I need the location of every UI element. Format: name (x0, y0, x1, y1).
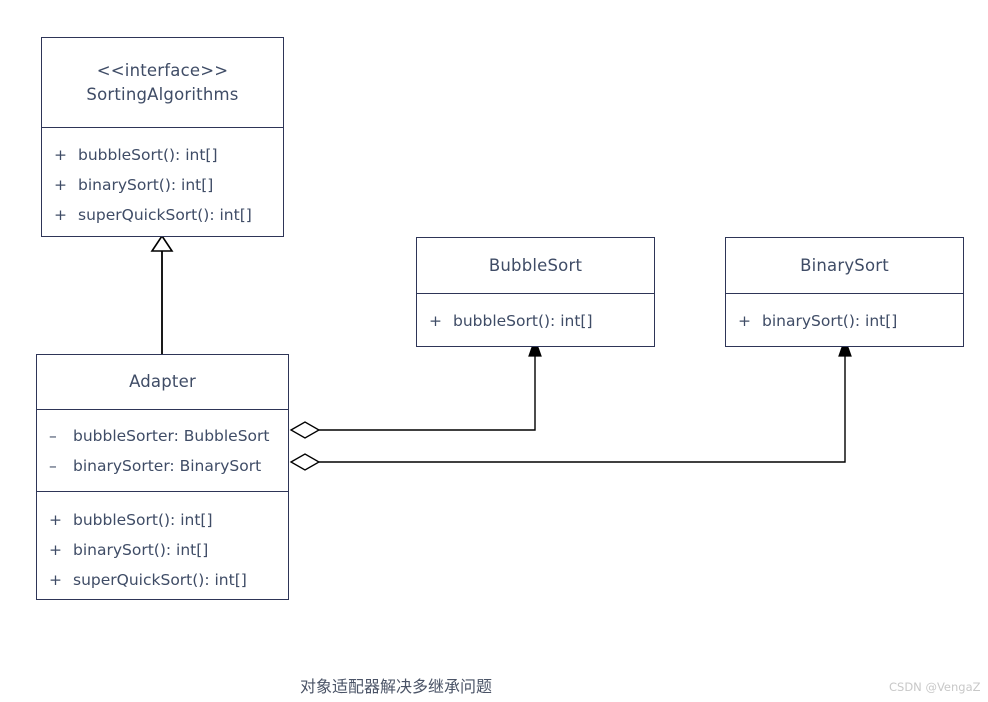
class-stereotype: <<interface>> (96, 60, 229, 80)
member-visibility: + (49, 510, 62, 529)
member-row: + superQuickSort(): int[] (37, 565, 288, 595)
member-row: + binarySort(): int[] (37, 535, 288, 565)
class-methods-sortingalgorithms: + bubbleSort(): int[] + binarySort(): in… (42, 127, 283, 236)
member-visibility: + (49, 540, 62, 559)
member-signature: binarySort(): int[] (73, 540, 209, 559)
class-header-adapter: Adapter (37, 355, 288, 409)
class-name: BubbleSort (488, 255, 583, 275)
class-box-adapter[interactable]: Adapter – bubbleSorter: BubbleSort – bin… (36, 354, 289, 600)
member-signature: bubbleSort(): int[] (73, 510, 213, 529)
member-visibility: + (54, 176, 67, 194)
watermark: CSDN @VengaZ (889, 680, 981, 694)
class-box-sortingalgorithms[interactable]: <<interface>> SortingAlgorithms + bubble… (41, 37, 284, 237)
member-visibility: + (49, 570, 62, 589)
class-box-binarysort[interactable]: BinarySort + binarySort(): int[] (725, 237, 964, 347)
edge-adapter-aggregates-binarysort (289, 337, 852, 471)
member-signature: binarySort(): int[] (762, 312, 898, 330)
class-methods-binarysort: + binarySort(): int[] (726, 293, 963, 348)
member-visibility: + (54, 206, 67, 224)
member-row: – bubbleSorter: BubbleSort (37, 421, 288, 451)
class-name: Adapter (129, 372, 196, 391)
diagram-caption: 对象适配器解决多继承问题 (300, 677, 493, 696)
member-visibility: + (738, 312, 751, 330)
class-attributes-adapter: – bubbleSorter: BubbleSort – binarySorte… (37, 409, 288, 491)
member-visibility: + (54, 146, 67, 164)
member-visibility: – (49, 456, 57, 475)
class-box-bubblesort[interactable]: BubbleSort + bubbleSort(): int[] (416, 237, 655, 347)
member-row: + superQuickSort(): int[] (42, 200, 283, 230)
member-row: + bubbleSort(): int[] (417, 306, 654, 336)
member-row: + bubbleSort(): int[] (42, 140, 283, 170)
class-methods-adapter: + bubbleSort(): int[] + binarySort(): in… (37, 491, 288, 601)
member-row: + binarySort(): int[] (726, 306, 963, 336)
member-row: + binarySort(): int[] (42, 170, 283, 200)
class-header-sortingalgorithms: <<interface>> SortingAlgorithms (42, 38, 283, 127)
member-visibility: – (49, 426, 57, 445)
edge-adapter-aggregates-bubblesort (289, 337, 542, 439)
member-row: + bubbleSort(): int[] (37, 505, 288, 535)
member-signature: superQuickSort(): int[] (78, 206, 252, 224)
member-signature: bubbleSort(): int[] (78, 146, 218, 164)
class-name: BinarySort (800, 255, 889, 275)
class-name: SortingAlgorithms (86, 84, 239, 104)
edge-adapter-realizes-interface (150, 234, 174, 354)
member-signature: bubbleSorter: BubbleSort (73, 426, 270, 445)
member-signature: binarySort(): int[] (78, 176, 214, 194)
member-signature: superQuickSort(): int[] (73, 570, 247, 589)
member-visibility: + (429, 312, 442, 330)
class-methods-bubblesort: + bubbleSort(): int[] (417, 293, 654, 348)
class-header-binarysort: BinarySort (726, 238, 963, 293)
member-signature: bubbleSort(): int[] (453, 312, 593, 330)
member-signature: binarySorter: BinarySort (73, 456, 262, 475)
member-row: – binarySorter: BinarySort (37, 451, 288, 481)
class-header-bubblesort: BubbleSort (417, 238, 654, 293)
